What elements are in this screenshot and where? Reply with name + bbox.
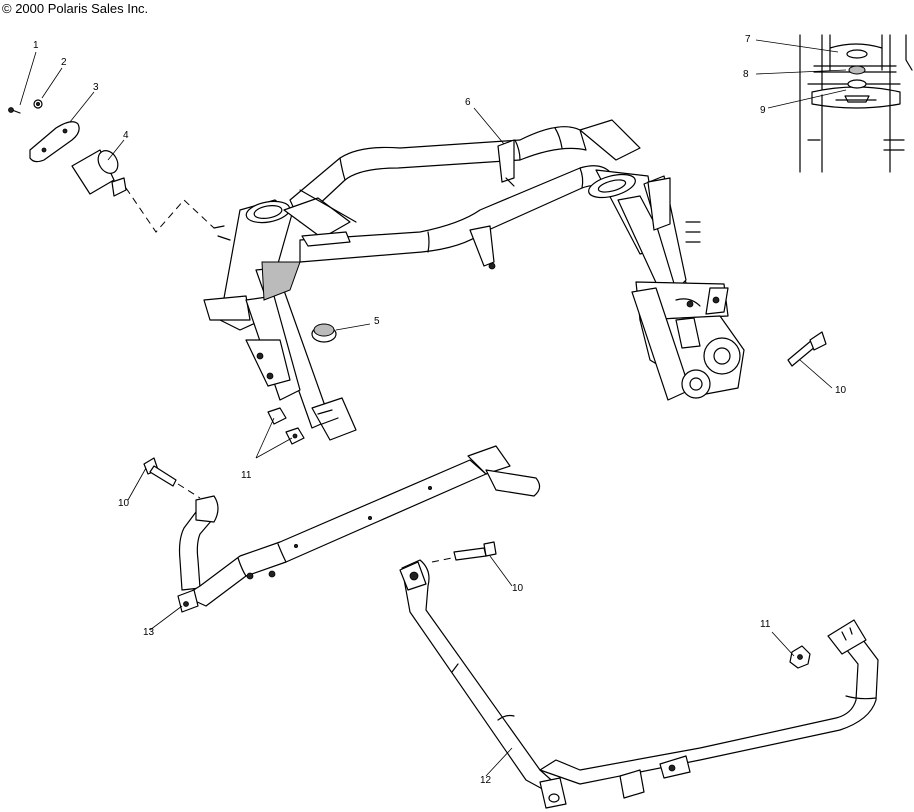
bolt-10-left: [143, 457, 201, 499]
callout-5: 5: [374, 316, 380, 327]
inset-nut: [847, 79, 867, 89]
nuts-11-upper: [267, 407, 305, 445]
callout-11-upper: 11: [241, 470, 252, 481]
bolt-10-right: [787, 331, 827, 367]
footrest-bar-13: [177, 445, 541, 613]
main-frame: [203, 119, 745, 441]
copyright-notice: © 2000 Polaris Sales Inc.: [2, 1, 149, 16]
callout-12: 12: [480, 775, 492, 786]
callout-13: 13: [143, 627, 155, 638]
inset-washer: [848, 65, 866, 75]
assembly-dash-line: [125, 187, 215, 233]
callout-1: 1: [33, 40, 39, 51]
callout-10-right: 10: [835, 385, 847, 396]
callout-4: 4: [123, 130, 129, 141]
callout-8: 8: [743, 69, 749, 80]
nut-11-lower: [789, 645, 811, 669]
callout-10-left: 10: [118, 498, 130, 509]
callout-9: 9: [760, 105, 766, 116]
leader-lines: [19, 39, 847, 777]
lower-bar-12: [399, 559, 879, 809]
callout-3: 3: [93, 82, 99, 93]
callout-2: 2: [61, 57, 67, 68]
callout-6: 6: [465, 97, 471, 108]
bolt-10-center: [431, 541, 497, 563]
small-parts-upper-left: [8, 99, 127, 197]
inset-washer-top: [846, 49, 868, 59]
inset-detail: [799, 34, 913, 173]
grommet-5: [311, 323, 337, 343]
callout-10-center: 10: [512, 583, 524, 594]
callout-11-lower: 11: [760, 619, 771, 630]
callout-7: 7: [745, 34, 751, 45]
